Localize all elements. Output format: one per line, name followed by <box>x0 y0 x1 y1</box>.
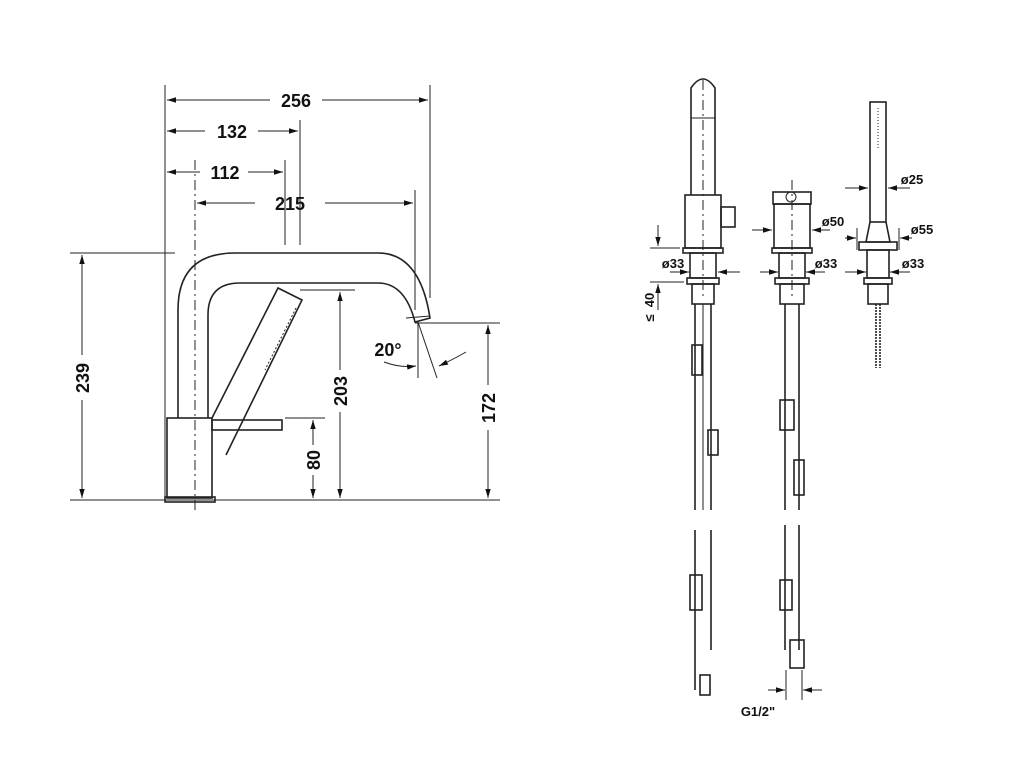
spout-part: ø33 40 ≤ <box>642 78 740 696</box>
dim-203: 203 <box>331 376 351 406</box>
dim-holder-dia: ø55 <box>911 222 933 237</box>
dim-spout-dia: ø33 <box>662 256 684 271</box>
handshower-part: ø25 ø55 ø33 <box>845 101 933 368</box>
mixer-part: ø50 ø33 G1/2" <box>741 180 844 719</box>
dim-holder-base-dia: ø33 <box>902 256 924 271</box>
dim-connection: G1/2" <box>741 704 775 719</box>
dim-handshower-dia: ø25 <box>901 172 923 187</box>
dim-256: 256 <box>281 91 311 111</box>
dim-215: 215 <box>275 194 305 214</box>
dim-80: 80 <box>304 450 324 470</box>
dim-mixer-base-dia: ø33 <box>815 256 837 271</box>
dim-mixer-dia: ø50 <box>822 214 844 229</box>
dim-deck-thickness: 40 <box>642 293 657 307</box>
dim-angle: 20° <box>374 340 401 360</box>
dim-172: 172 <box>479 393 499 423</box>
faucet-side-view: 256 132 112 215 239 203 172 80 20° <box>70 85 500 510</box>
dim-239: 239 <box>73 363 93 393</box>
dim-112: 112 <box>210 163 239 183</box>
dim-132: 132 <box>217 122 247 142</box>
dim-deck-symbol: ≤ <box>642 314 657 321</box>
